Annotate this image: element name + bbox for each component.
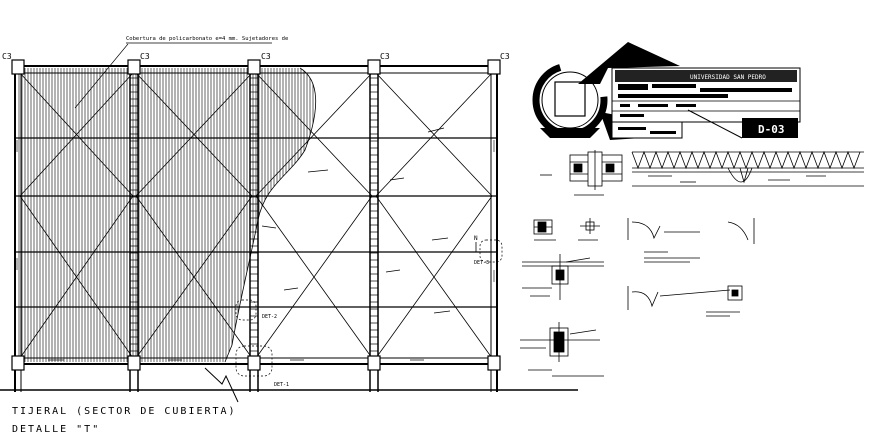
- truss-columns: [14, 60, 498, 392]
- roof-note-leader: [74, 43, 129, 109]
- detail-label-1: DET-1: [274, 382, 289, 388]
- gusset-detail-a: [627, 218, 755, 263]
- university-name: UNIVERSIDAD SAN PEDRO: [690, 74, 766, 81]
- detail-title: DETALLE "T": [12, 424, 100, 435]
- drawing-title: TIJERAL (SECTOR DE CUBIERTA): [12, 406, 237, 417]
- side-tags: [16, 140, 495, 282]
- roof-note: Cobertura de policarbonato e=4 mm. Sujet…: [126, 36, 288, 42]
- member-tags: [48, 127, 451, 361]
- column-label-3: C3: [261, 52, 271, 61]
- column-section-detail: [540, 150, 623, 196]
- detail-label-3: DET-3: [474, 260, 489, 266]
- gusset-detail-b: [627, 285, 743, 317]
- university-logo: [532, 62, 608, 138]
- cross-bracing: [19, 72, 493, 359]
- break-line: [204, 367, 239, 403]
- connection-detail-a: [533, 218, 600, 241]
- detail-callouts: [235, 239, 503, 377]
- column-label-4: C3: [380, 52, 390, 61]
- truss-elevation-detail: [631, 150, 864, 187]
- column-base-detail: [522, 254, 604, 300]
- connection-detail-b: [520, 322, 604, 377]
- detail-label-2: DET-2: [262, 314, 277, 320]
- column-label-2: C3: [140, 52, 150, 61]
- column-label-1: C3: [2, 52, 12, 61]
- hatch-boundary: [224, 67, 317, 363]
- section-mark: N: [474, 235, 478, 242]
- truss-rungs: [130, 77, 378, 352]
- sheet-number: D-03: [758, 123, 785, 136]
- column-label-5: C3: [500, 52, 510, 61]
- title-block: UNIVERSIDAD SAN PEDRO D-03: [578, 42, 801, 140]
- column-caps: [11, 59, 501, 371]
- roof-plan: C3 C3 C3 C3 C3 Cobertura de policarbonat…: [0, 36, 578, 403]
